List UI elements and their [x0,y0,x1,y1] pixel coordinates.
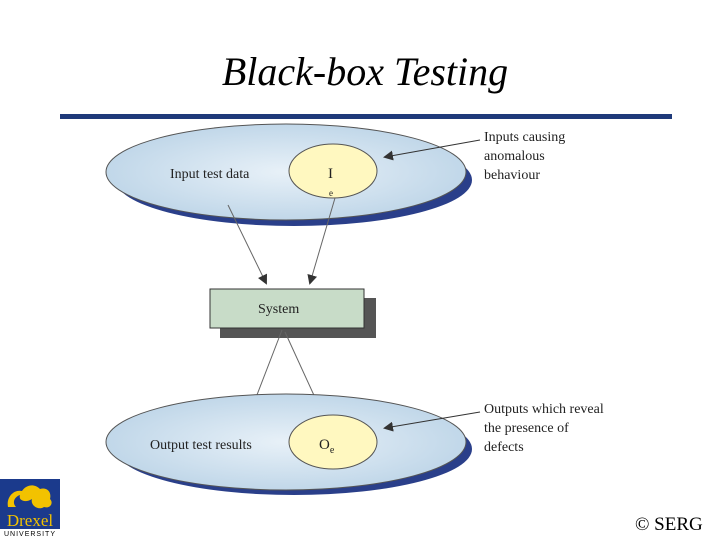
dragon-icon [7,485,52,509]
logo-subtitle: UNIVERSITY [0,529,60,540]
system-box-rect [209,288,365,329]
input-annotation-line-1: Inputs causing [484,130,565,145]
system-label: System [258,302,299,317]
input-annotation-arrow [383,139,481,161]
logo-wordmark: Drexel [6,511,54,530]
input-subset-ellipse [288,143,378,199]
input-annotation-line-2: anomalous [484,149,545,164]
output-annotation-line-1: Outputs which reveal [484,402,604,417]
output-subset-sub: e [330,445,335,456]
output-set-ellipse [105,393,467,491]
output-subset-ellipse [288,414,378,470]
input-annotation-text: Inputs causing anomalous behaviour [484,130,569,183]
title-rule [60,114,672,119]
output-annotation: Outputs which reveal the presence of def… [383,402,607,455]
output-set-label: Output test results [150,438,252,453]
output-annotation-arrow [383,411,481,432]
input-annotation: Inputs causing anomalous behaviour [383,130,569,183]
output-annotation-line-3: defects [484,440,524,455]
output-annotation-line-2: the presence of [484,421,569,436]
input-subset-sub: e [329,188,333,198]
input-subset-main: I [328,166,333,182]
output-annotation-text: Outputs which reveal the presence of def… [484,402,607,455]
slide-title: Black-box Testing [221,49,509,94]
copyright-text: © SERG [635,514,703,535]
input-set-label: Input test data [170,167,250,182]
input-annotation-line-3: behaviour [484,168,540,183]
output-set: Output test results Oe [105,393,472,495]
drexel-logo: Drexel UNIVERSITY [0,479,60,540]
output-subset-main: O [319,437,330,453]
output-subset-label: Oe [319,437,335,456]
input-to-system-arrow-2 [307,197,336,285]
system-box: System [209,288,376,338]
input-set-ellipse [105,123,467,221]
input-to-system-arrow-1 [227,204,267,285]
